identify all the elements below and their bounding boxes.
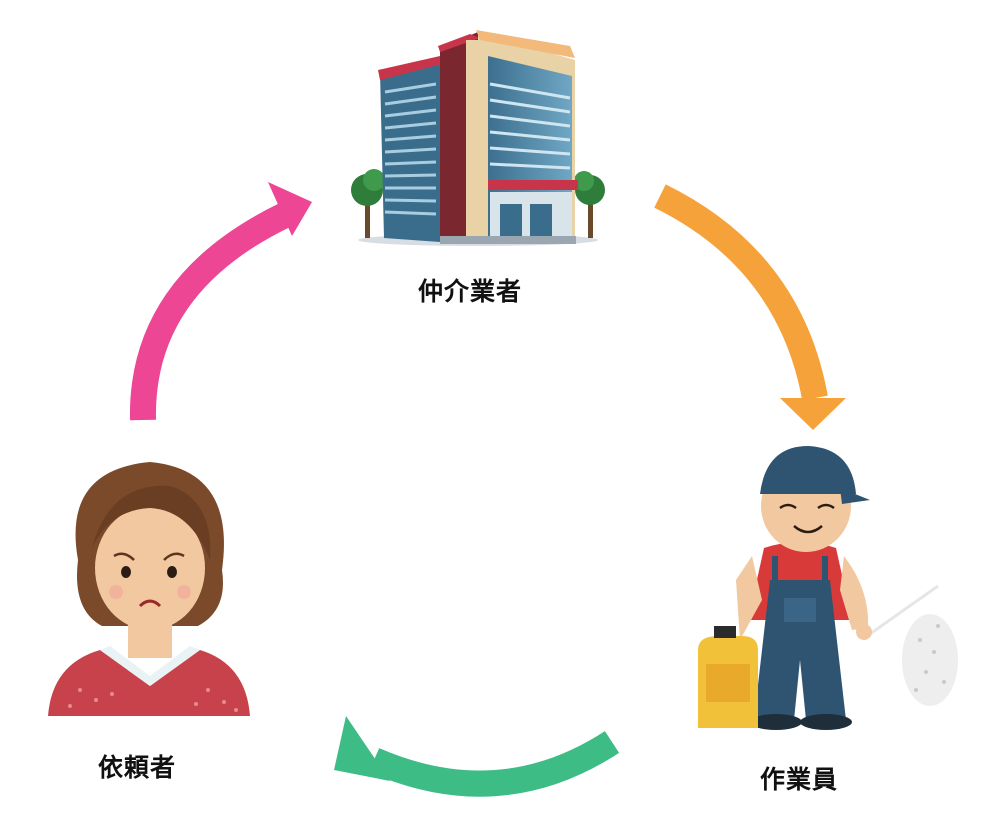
arrow-client-to-broker — [129, 182, 312, 421]
arrow-shaft — [654, 184, 828, 401]
broker-label: 仲介業者 — [418, 277, 523, 306]
arrow-broker-to-worker — [654, 184, 846, 430]
client-label: 依頼者 — [98, 753, 177, 782]
arrow-head — [780, 398, 846, 430]
worker-label: 作業員 — [760, 765, 839, 794]
arrow-head — [268, 182, 312, 236]
office-building-icon — [351, 30, 605, 246]
arrow-head — [334, 716, 390, 781]
arrow-worker-to-client — [334, 716, 620, 797]
worker-with-sprayer-icon — [698, 446, 958, 730]
arrow-shaft — [368, 731, 620, 797]
arrow-shaft — [129, 203, 291, 421]
worried-woman-icon — [48, 462, 250, 716]
